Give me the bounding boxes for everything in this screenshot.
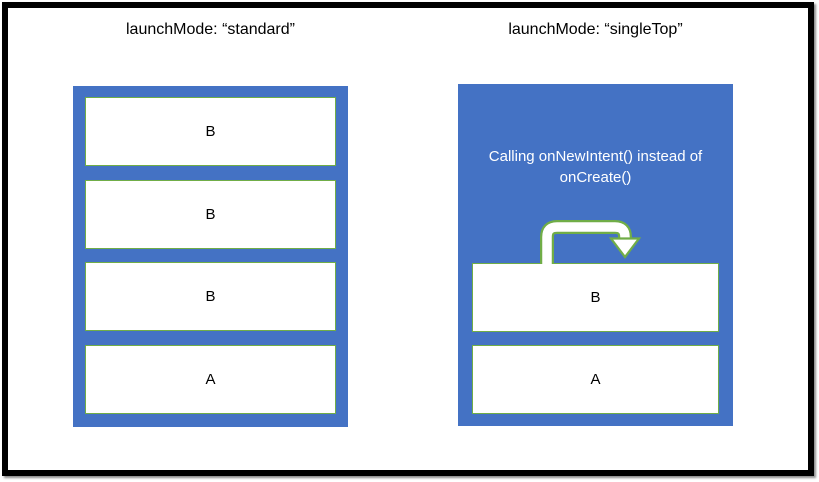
activity-label: B <box>205 123 216 140</box>
panel-title-standard: launchMode: “standard” <box>126 21 295 38</box>
activity-box: B <box>85 262 336 332</box>
loop-arrow-icon <box>540 220 642 266</box>
activity-label: B <box>205 205 216 223</box>
activity-box: B <box>85 97 336 166</box>
activity-label: B <box>590 289 601 306</box>
activity-stack-singletop: Calling onNewIntent() instead of onCreat… <box>458 84 733 426</box>
activity-stack-standard: B B B A <box>73 86 348 427</box>
activity-label: B <box>205 288 216 306</box>
onnewintent-note: Calling onNewIntent() instead of onCreat… <box>488 148 703 186</box>
outer-frame <box>2 2 814 476</box>
activity-label: A <box>205 370 216 388</box>
activity-box: B <box>472 263 719 332</box>
activity-label: A <box>590 371 601 388</box>
activity-box: A <box>472 345 719 414</box>
panel-title-singletop: launchMode: “singleTop” <box>508 21 683 38</box>
activity-box: B <box>85 179 336 249</box>
activity-box: A <box>85 344 336 414</box>
